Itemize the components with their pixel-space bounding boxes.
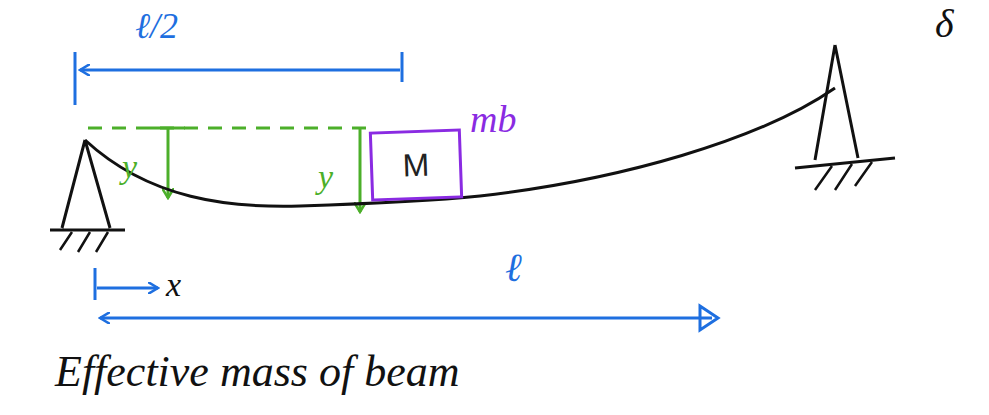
caption-note: Effective mass of beam <box>55 350 459 394</box>
beam-mass-label: mb <box>470 100 516 138</box>
dimension-label: ℓ/2 <box>135 8 178 44</box>
axis-label: x <box>166 268 181 302</box>
deflection-label: y <box>122 150 137 184</box>
symbol-label: δ <box>935 4 954 44</box>
dimension-label: ℓ <box>505 248 522 288</box>
mass-box: M <box>369 128 463 201</box>
mass-label: M <box>402 149 430 182</box>
deflection-label: y <box>318 160 333 194</box>
